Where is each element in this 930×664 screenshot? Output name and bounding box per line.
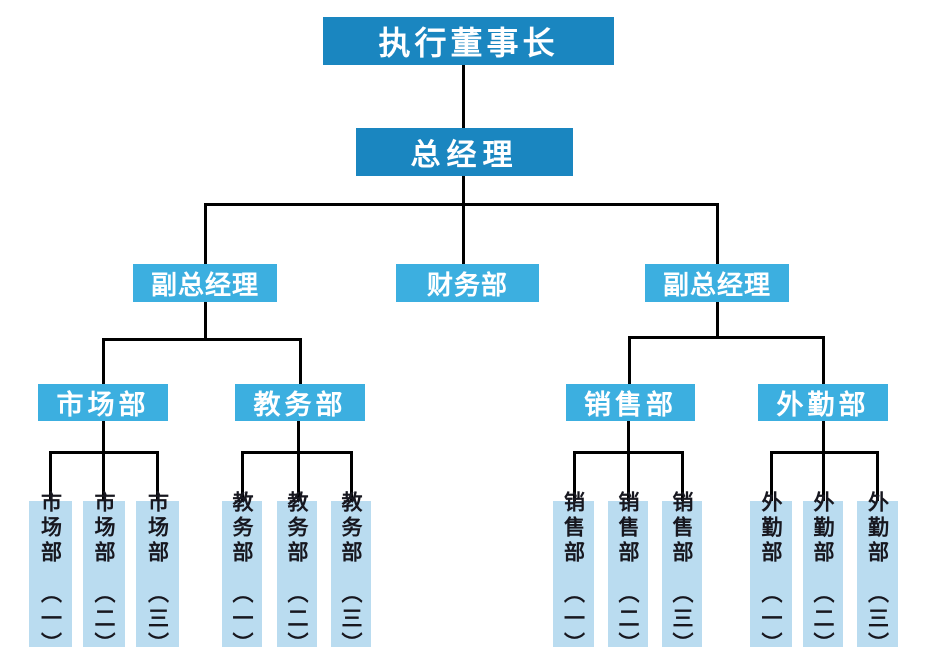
- connector-line: [716, 302, 719, 338]
- node-label: 市场部: [38, 491, 63, 566]
- node-label: 销售部: [584, 390, 677, 421]
- connector-line: [822, 420, 825, 501]
- connector-line: [102, 338, 105, 384]
- node-finance-dept: 财务部: [396, 264, 539, 302]
- node-label: 市场部: [92, 491, 116, 566]
- node-marketing-2: 市场部 （二）: [83, 491, 125, 657]
- node-label: 总经理: [410, 138, 519, 173]
- connector-line: [573, 451, 684, 454]
- node-marketing-dept: 市场部: [38, 384, 168, 421]
- connector-line: [770, 451, 773, 501]
- node-sales-dept: 销售部: [566, 384, 695, 421]
- node-label: 外勤部: [776, 390, 870, 421]
- node-number: （三）: [865, 582, 890, 657]
- connector-line: [770, 451, 879, 454]
- node-label: 副总经理: [150, 270, 259, 301]
- node-label: 执行董事长: [378, 24, 559, 62]
- node-field-2: 外勤部 （二）: [803, 491, 843, 657]
- node-number: （二）: [285, 582, 309, 657]
- connector-line: [204, 203, 719, 206]
- connector-line: [462, 175, 465, 264]
- connector-line: [628, 336, 825, 339]
- connector-line: [681, 451, 684, 501]
- node-academic-3: 教务部 （三）: [331, 491, 371, 657]
- node-academic-2: 教务部 （二）: [277, 491, 317, 657]
- connector-line: [297, 420, 300, 501]
- node-field-dept: 外勤部: [758, 384, 888, 421]
- node-marketing-3: 市场部 （三）: [136, 491, 179, 657]
- connector-line: [350, 451, 353, 501]
- connector-line: [102, 338, 302, 341]
- connector-line: [822, 336, 825, 384]
- node-academic-1: 教务部 （一）: [222, 491, 262, 657]
- node-label: 外勤部: [865, 491, 890, 566]
- connector-line: [102, 420, 105, 501]
- connector-line: [49, 451, 52, 501]
- node-label: 外勤部: [811, 491, 835, 566]
- node-deputy-gm-left: 副总经理: [133, 264, 277, 302]
- connector-line: [716, 203, 719, 264]
- node-number: （三）: [670, 582, 694, 657]
- node-academic-dept: 教务部: [235, 384, 365, 421]
- node-label: 销售部: [561, 491, 586, 566]
- node-general-manager: 总经理: [356, 128, 573, 176]
- node-label: 教务部: [339, 491, 363, 566]
- node-number: （三）: [145, 582, 170, 657]
- node-label: 市场部: [56, 390, 150, 421]
- node-sales-1: 销售部 （一）: [553, 491, 594, 657]
- connector-line: [876, 451, 879, 501]
- connector-line: [204, 302, 207, 340]
- connector-line: [628, 336, 631, 384]
- node-field-3: 外勤部 （三）: [857, 491, 898, 657]
- node-field-1: 外勤部 （一）: [750, 491, 792, 657]
- node-number: （一）: [759, 582, 783, 657]
- connector-line: [299, 338, 302, 384]
- connector-line: [241, 451, 353, 454]
- node-label: 教务部: [253, 390, 347, 421]
- node-label: 销售部: [616, 491, 640, 566]
- node-number: （二）: [92, 582, 116, 657]
- node-label: 副总经理: [662, 270, 771, 301]
- connector-line: [156, 451, 159, 501]
- node-sales-3: 销售部 （三）: [662, 491, 702, 657]
- node-label: 财务部: [426, 270, 508, 301]
- connector-line: [241, 451, 244, 501]
- node-number: （二）: [811, 582, 835, 657]
- node-number: （一）: [561, 582, 586, 657]
- node-number: （一）: [230, 582, 254, 657]
- node-marketing-1: 市场部 （一）: [29, 491, 72, 657]
- node-label: 销售部: [670, 491, 694, 566]
- connector-line: [49, 451, 159, 454]
- node-label: 外勤部: [759, 491, 783, 566]
- node-number: （三）: [339, 582, 363, 657]
- node-number: （二）: [616, 582, 640, 657]
- node-label: 市场部: [145, 491, 170, 566]
- node-label: 教务部: [285, 491, 309, 566]
- connector-line: [462, 64, 465, 130]
- node-number: （一）: [38, 582, 63, 657]
- node-executive-chairman: 执行董事长: [323, 17, 614, 65]
- connector-line: [204, 203, 207, 264]
- node-sales-2: 销售部 （二）: [608, 491, 648, 657]
- connector-line: [573, 451, 576, 501]
- node-label: 教务部: [230, 491, 254, 566]
- connector-line: [627, 420, 630, 501]
- node-deputy-gm-right: 副总经理: [645, 264, 789, 302]
